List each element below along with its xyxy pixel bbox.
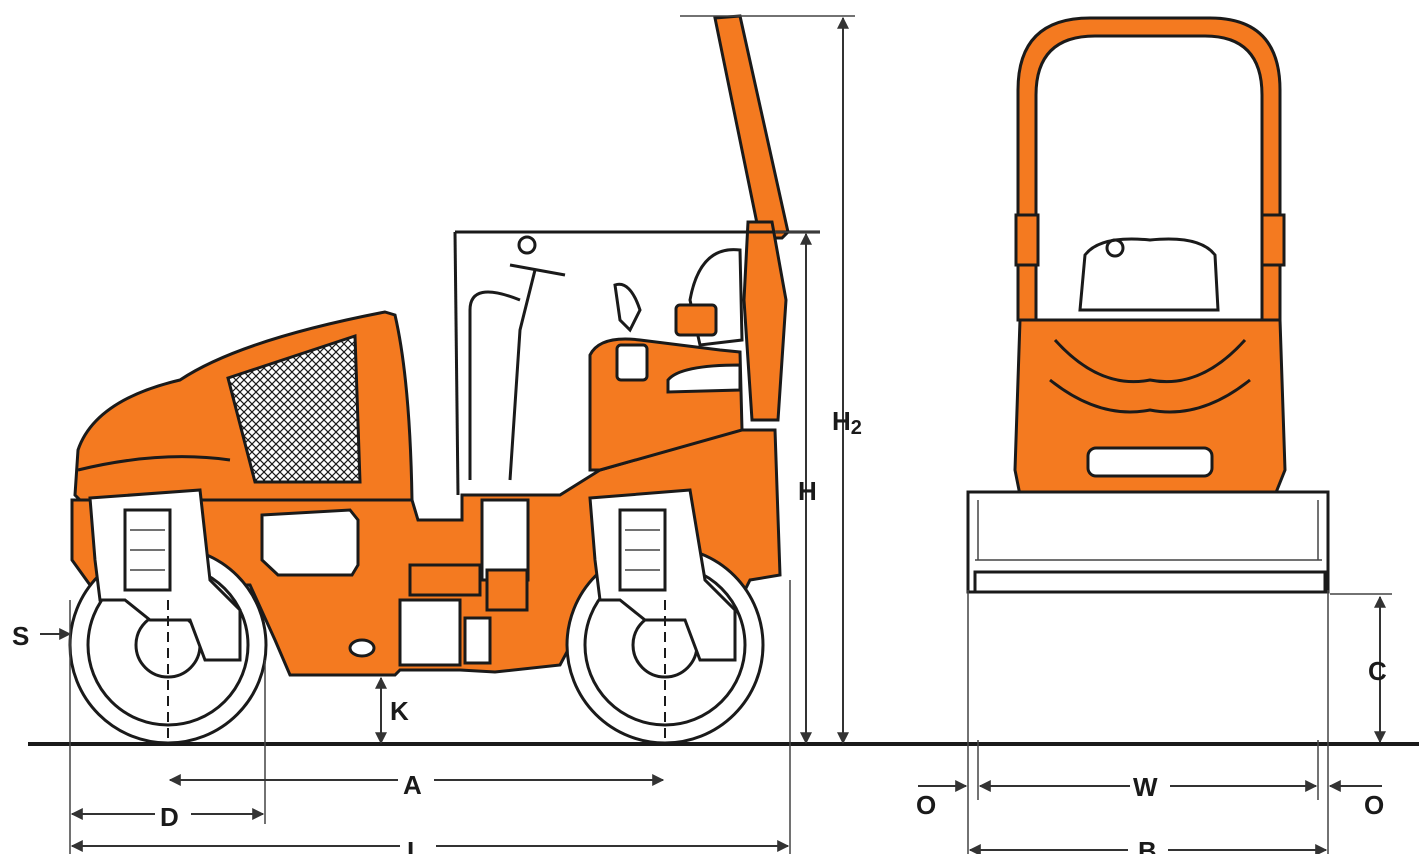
dimension-labels: S K A D L H H2 C W O O B <box>12 406 1387 854</box>
label-b: B <box>1138 836 1157 854</box>
label-d: D <box>160 802 179 832</box>
label-h2: H2 <box>832 406 862 439</box>
label-h2-main: H <box>832 406 851 436</box>
side-view-roller <box>68 14 820 745</box>
label-a: A <box>403 770 422 800</box>
label-l: L <box>407 836 423 854</box>
label-s: S <box>12 621 29 651</box>
front-view-roller <box>966 16 1330 594</box>
label-o-right: O <box>1364 790 1384 820</box>
label-h2-sub: 2 <box>851 417 862 439</box>
label-c: C <box>1368 656 1387 686</box>
label-k: K <box>390 696 409 726</box>
label-w: W <box>1133 772 1158 802</box>
label-o-left: O <box>916 790 936 820</box>
label-h: H <box>798 476 817 506</box>
dimension-lines <box>40 15 1392 854</box>
